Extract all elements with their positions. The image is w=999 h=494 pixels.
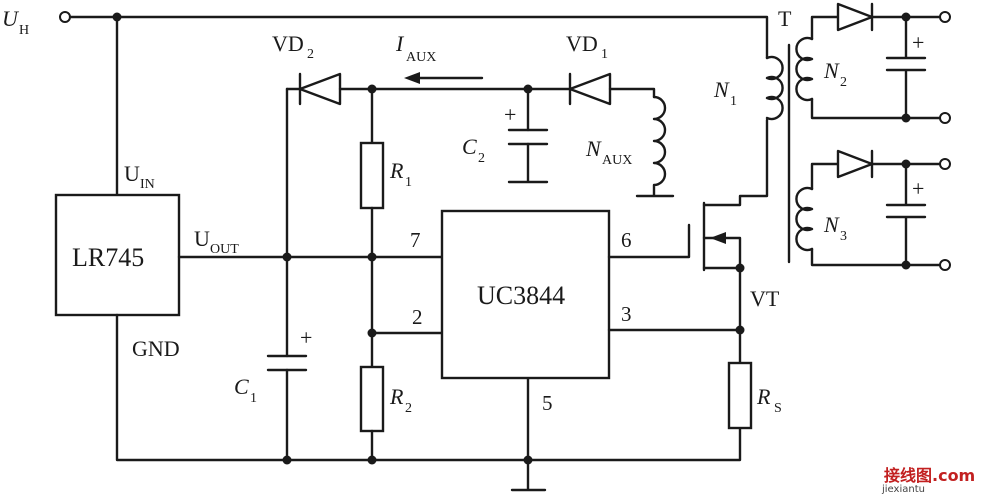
r2-resistor xyxy=(359,365,385,433)
rs-resistor xyxy=(727,361,753,430)
svg-text:1: 1 xyxy=(730,94,737,109)
n3-terminal-bottom xyxy=(939,259,951,271)
uin-label: U IN xyxy=(124,161,155,192)
pin5-label: 5 xyxy=(542,391,553,415)
svg-text:AUX: AUX xyxy=(406,50,436,65)
r1-label: R 1 xyxy=(389,158,412,190)
svg-text:R: R xyxy=(389,158,404,183)
n2-diode-body xyxy=(836,2,874,32)
n2-coil xyxy=(795,36,814,102)
vd2-diode-body xyxy=(298,72,342,106)
rs-junction xyxy=(735,325,745,335)
svg-text:N: N xyxy=(585,136,602,161)
lr745-box xyxy=(54,193,181,317)
n3-cap-plus: + xyxy=(912,176,924,201)
iaux-label: I AUX xyxy=(395,31,436,65)
uc3844-box xyxy=(440,209,611,380)
iaux-arrowhead xyxy=(404,72,420,84)
ground-rail xyxy=(115,313,742,462)
svg-text:C: C xyxy=(462,134,477,159)
n2-cap-plus: + xyxy=(912,30,924,55)
c2-plus: + xyxy=(504,102,516,127)
n1-label: N 1 xyxy=(713,77,737,109)
pin3-label: 3 xyxy=(621,302,632,326)
pin7-label: 7 xyxy=(410,228,421,252)
gate-wire xyxy=(607,223,691,259)
n3-cap xyxy=(885,162,927,267)
n3-terminal-top xyxy=(939,158,951,170)
svg-text:AUX: AUX xyxy=(602,153,632,168)
svg-text:jiexiantu: jiexiantu xyxy=(881,484,925,494)
svg-text:C: C xyxy=(234,374,249,399)
n3-top-wire xyxy=(810,162,840,191)
svg-text:1: 1 xyxy=(405,175,412,190)
r1-resistor xyxy=(359,141,385,210)
svg-text:IN: IN xyxy=(140,177,155,192)
t-label: T xyxy=(778,6,792,31)
watermark: 接线图 .com jiexiantu xyxy=(881,466,975,494)
n2-terminal-bottom xyxy=(939,112,951,124)
svg-text:VD: VD xyxy=(272,31,304,56)
c2-label: C 2 xyxy=(462,134,485,166)
svg-text:2: 2 xyxy=(840,75,847,90)
uout-label: U OUT xyxy=(194,226,239,257)
c2-wire-bottom xyxy=(507,142,549,184)
n3-label: N 3 xyxy=(823,212,847,244)
vd1-diode-body xyxy=(568,72,612,106)
n2-label: N 2 xyxy=(823,58,847,90)
svg-text:H: H xyxy=(19,23,29,38)
n2-terminal-top xyxy=(939,11,951,23)
n1-coil xyxy=(765,55,784,121)
n3-diode-body xyxy=(836,149,874,179)
svg-text:1: 1 xyxy=(601,47,608,62)
pin2-label: 2 xyxy=(412,305,423,329)
svg-text:2: 2 xyxy=(478,151,485,166)
n2-cap xyxy=(885,15,927,120)
vd2-label: VD 2 xyxy=(272,31,314,62)
svg-text:I: I xyxy=(395,31,405,56)
naux-coil xyxy=(635,95,675,198)
svg-text:R: R xyxy=(756,384,771,409)
naux-label: N AUX xyxy=(585,136,632,168)
vt-source-junction xyxy=(735,263,745,273)
svg-text:.com: .com xyxy=(932,466,975,485)
svg-text:2: 2 xyxy=(307,47,314,62)
uc3844-label: UC3844 xyxy=(477,281,565,310)
c1-label: C 1 xyxy=(234,374,257,406)
svg-text:2: 2 xyxy=(405,401,412,416)
pin6-label: 6 xyxy=(621,228,632,252)
n2-top-wire xyxy=(810,15,840,41)
pin5-wire xyxy=(510,376,547,492)
svg-text:S: S xyxy=(774,401,782,416)
vt-label: VT xyxy=(750,286,780,311)
svg-text:U: U xyxy=(124,161,140,186)
rs-label: R S xyxy=(756,384,782,416)
vd1-to-naux xyxy=(608,87,656,99)
uh-terminal xyxy=(59,11,71,23)
svg-text:3: 3 xyxy=(840,229,847,244)
svg-text:R: R xyxy=(389,384,404,409)
svg-text:接线图: 接线图 xyxy=(884,466,932,485)
svg-text:N: N xyxy=(823,58,840,83)
n3-coil xyxy=(795,186,814,252)
uh-label: U H xyxy=(2,6,29,38)
n3-bottom-wire xyxy=(810,247,942,267)
lr745-label: LR745 xyxy=(72,243,144,272)
uh-rail xyxy=(68,15,769,60)
gnd-label: GND xyxy=(132,336,180,361)
svg-text:VD: VD xyxy=(566,31,598,56)
svg-text:N: N xyxy=(713,77,730,102)
svg-text:1: 1 xyxy=(250,391,257,406)
vd1-label: VD 1 xyxy=(566,31,608,62)
svg-text:U: U xyxy=(2,6,20,31)
c1-plus: + xyxy=(300,325,312,350)
svg-text:U: U xyxy=(194,226,210,251)
svg-text:N: N xyxy=(823,212,840,237)
n2-bottom-wire xyxy=(810,97,942,120)
r2-label: R 2 xyxy=(389,384,412,416)
svg-text:OUT: OUT xyxy=(210,242,239,257)
